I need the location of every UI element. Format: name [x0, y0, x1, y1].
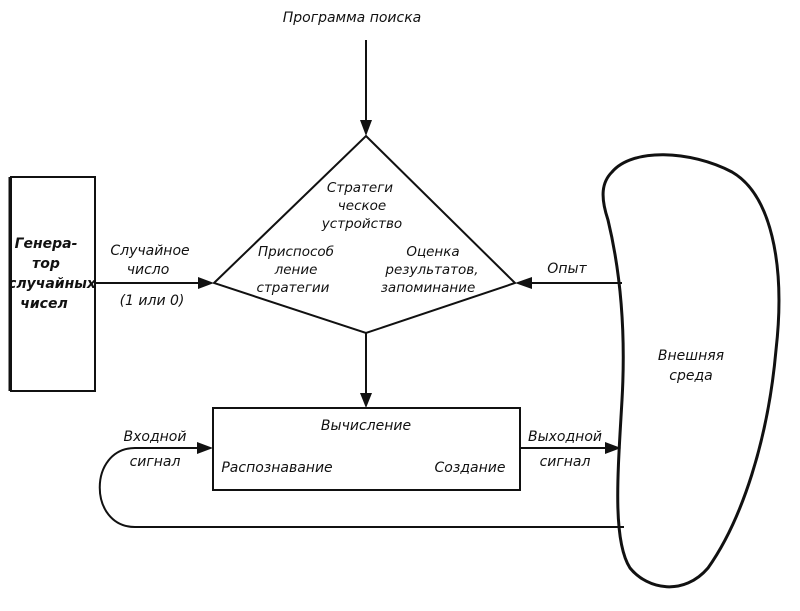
experience-label: Опыт — [547, 261, 587, 277]
strategic-device-label-2: ческое — [338, 198, 386, 214]
random-number-label-2: число — [127, 262, 170, 278]
generator-label-4: чисел — [20, 296, 67, 312]
experience-arrowhead — [515, 277, 532, 289]
eval-label-3: запоминание — [381, 280, 476, 296]
external-environment-shape — [601, 153, 781, 589]
input-signal-loop — [98, 447, 624, 528]
environment-label-2: среда — [669, 368, 712, 384]
output-signal-label-2: сигнал — [540, 454, 591, 470]
strategic-device-label-3: устройство — [321, 216, 402, 232]
environment-label-1: Внешняя — [658, 348, 724, 364]
input-signal-arrowhead — [197, 442, 213, 454]
eval-label-2: результатов, — [384, 262, 478, 278]
diamond-to-computation-arrowhead — [360, 393, 372, 408]
computation-label: Вычисление — [321, 418, 411, 434]
input-signal-label-2: сигнал — [130, 454, 181, 470]
creation-label: Создание — [435, 460, 506, 476]
strategy-adapt-label-1: Приспособ — [258, 244, 334, 260]
strategy-adapt-label-3: стратегии — [257, 280, 330, 296]
generator-label-1: Генера- — [15, 236, 78, 252]
strategy-adapt-label-2: ление — [274, 262, 318, 278]
random-number-arrowhead — [198, 277, 214, 289]
recognition-label: Распознавание — [221, 460, 332, 476]
program-arrowhead — [360, 120, 372, 136]
random-number-label-1: Случайное — [110, 243, 189, 259]
search-program-label: Программа поиска — [283, 10, 422, 26]
eval-label-1: Оценка — [406, 244, 459, 260]
generator-label-2: тор — [32, 256, 60, 272]
output-signal-label-1: Выходной — [528, 429, 602, 445]
generator-label-3: случайных — [8, 276, 97, 292]
input-signal-label-1: Входной — [124, 429, 187, 445]
strategic-device-diamond — [212, 134, 517, 335]
strategic-device-label-1: Стратеги — [327, 180, 393, 196]
random-number-label-3: (1 или 0) — [120, 293, 185, 309]
output-signal-arrowhead — [605, 442, 621, 454]
